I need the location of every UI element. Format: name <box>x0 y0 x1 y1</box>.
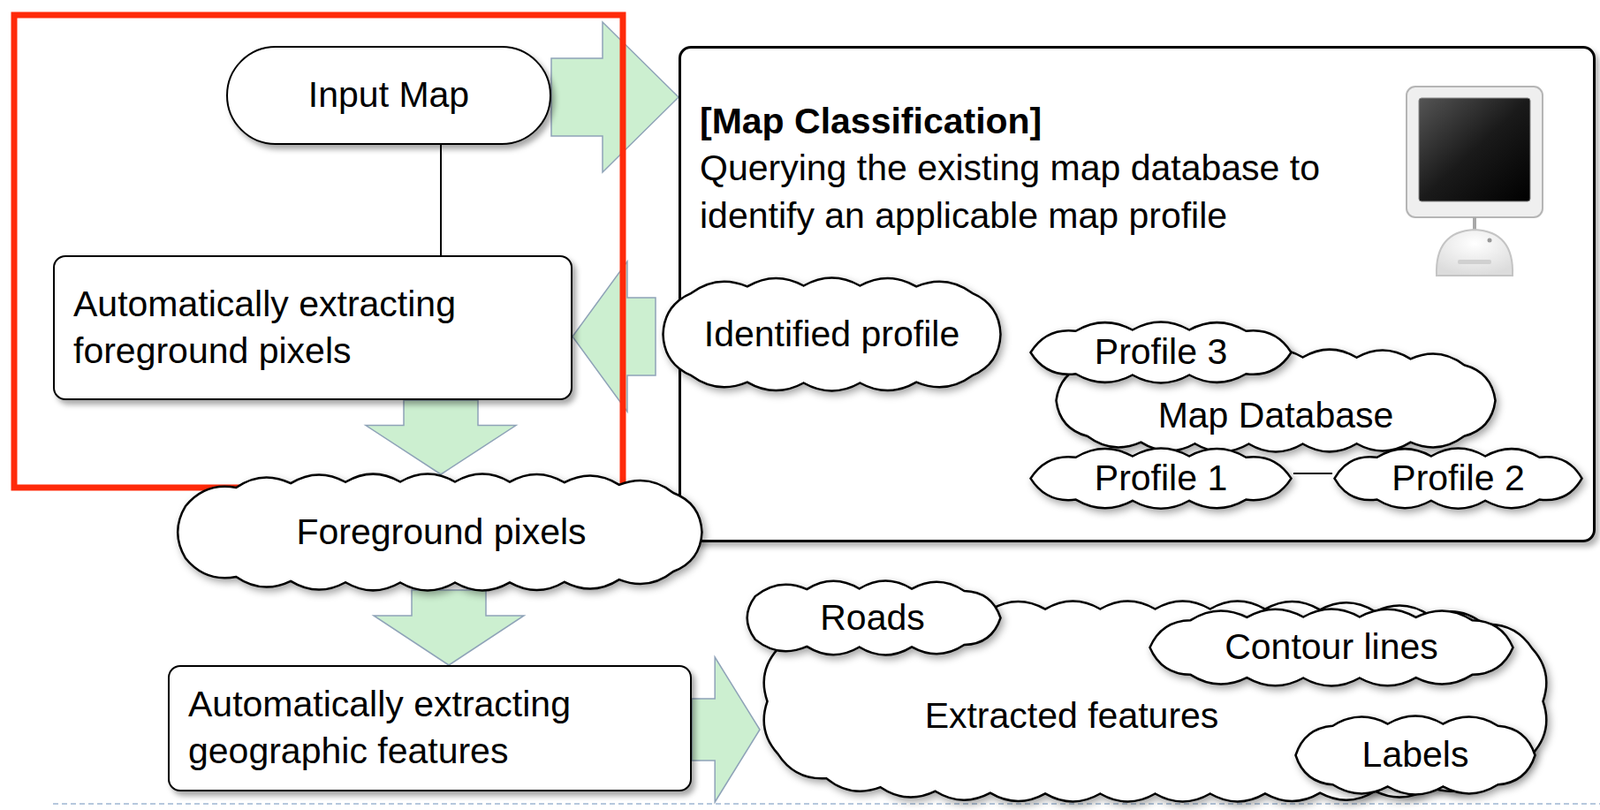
cloud-shape <box>1296 716 1536 796</box>
profile-cloud: Profile 2 <box>1327 448 1590 509</box>
node-label: Automatically extracting foreground pixe… <box>73 280 551 376</box>
connector-line <box>439 139 442 261</box>
node-label: Automatically extracting geographic feat… <box>188 681 670 776</box>
cloud-shape <box>1334 448 1583 509</box>
cloud-shape <box>663 278 1001 392</box>
node-label: Foreground pixels <box>295 508 586 556</box>
node-label: Contour lines <box>1224 623 1439 671</box>
database-cloud: Map DatabaseProfile 3Profile 1Profile 2 <box>1048 349 1503 452</box>
profile-cloud: Identified profile <box>655 278 1009 391</box>
input-pill: Input Map <box>226 45 552 145</box>
block-arrow <box>572 261 656 412</box>
profile-cloud: Profile 1 <box>1023 448 1299 509</box>
monitor-screen <box>1418 98 1531 202</box>
node-label: Identified profile <box>704 310 960 358</box>
footer-dashed-line <box>53 803 1600 805</box>
cloud-shape <box>747 581 1001 656</box>
base-logo <box>1487 238 1493 243</box>
computer-icon <box>1406 86 1543 276</box>
node-label: Profile 1 <box>1094 454 1228 502</box>
feature-cloud: Contour lines <box>1142 609 1521 686</box>
node-label: Map Database <box>1158 392 1395 440</box>
monitor-base <box>1436 229 1513 276</box>
result-cloud: Extracted featuresRoadsContour linesLabe… <box>759 601 1551 802</box>
monitor-bezel <box>1406 86 1543 218</box>
block-arrow <box>365 400 516 475</box>
feature-cloud: Roads <box>736 581 1009 655</box>
cloud-shape <box>1031 448 1292 509</box>
cloud-shape <box>177 474 702 592</box>
feature-cloud: Labels <box>1288 716 1543 795</box>
node-label: Extracted features <box>925 692 1220 740</box>
block-arrow <box>551 22 679 173</box>
node-label: Querying the existing map database to id… <box>699 144 1425 240</box>
node-label: Labels <box>1362 731 1470 779</box>
block-arrow <box>691 657 760 803</box>
cloud-shape <box>1150 609 1514 687</box>
cloud-shape <box>1031 322 1292 384</box>
node-label: Profile 3 <box>1094 328 1228 376</box>
node-label: Input Map <box>308 71 470 119</box>
base-slot <box>1457 259 1492 265</box>
process-box: Automatically extracting foreground pixe… <box>53 255 573 401</box>
profile-cloud: Profile 3 <box>1023 322 1299 383</box>
block-arrow <box>373 590 524 666</box>
node-label: Roads <box>819 594 926 642</box>
classification-panel: [Map Classification]Querying the existin… <box>678 45 1596 543</box>
process-box: Automatically extracting geographic feat… <box>167 665 692 792</box>
highlight-rectangle <box>14 15 623 488</box>
panel-heading: [Map Classification] <box>699 98 1042 145</box>
node-label: Profile 2 <box>1391 454 1525 502</box>
connector-line <box>1293 472 1333 475</box>
data-cloud: Foreground pixels <box>173 474 710 591</box>
